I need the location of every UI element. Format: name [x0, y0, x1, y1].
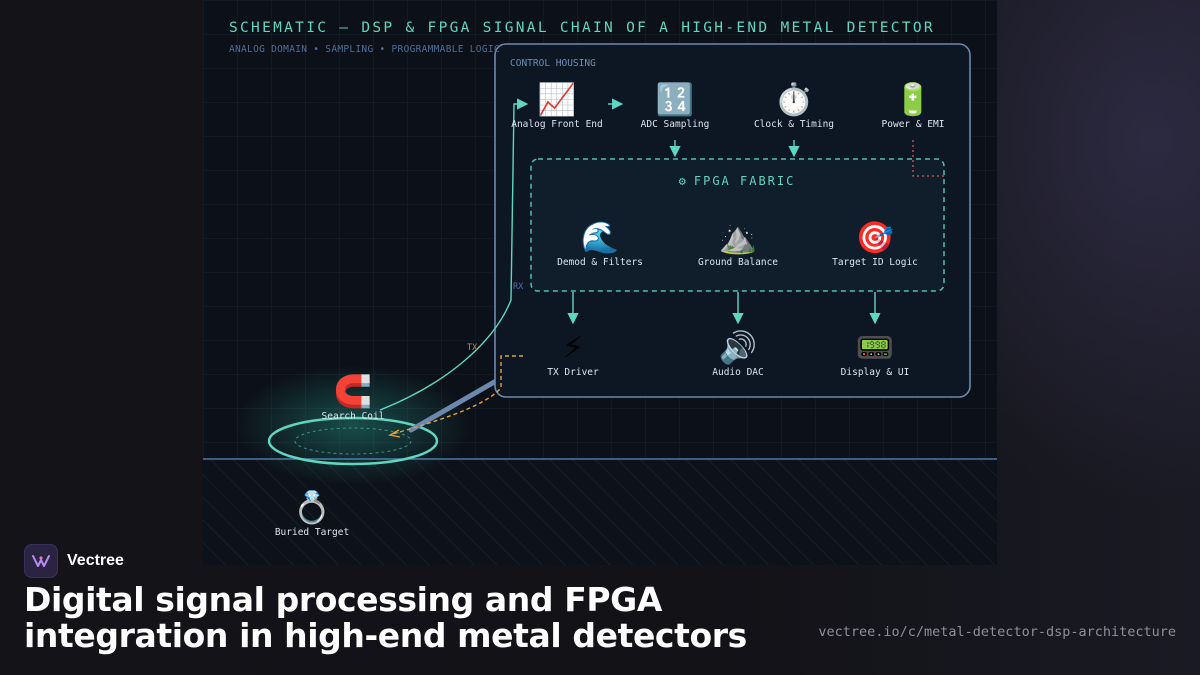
numbers-icon: 🔢: [655, 82, 695, 118]
battery-icon: 🔋: [893, 82, 933, 118]
node-adc-sampling: 🔢 ADC Sampling: [605, 82, 745, 130]
node-label: Display & UI: [840, 367, 910, 378]
node-audio-dac: 🔊 Audio DAC: [668, 330, 808, 378]
power-emi-connector: [912, 140, 944, 177]
brand: Vectree: [24, 544, 124, 578]
schematic-drawing: [203, 0, 997, 565]
lightning-icon: ⚡: [562, 330, 584, 366]
tx-signal-path: [392, 355, 523, 435]
target-icon: 🎯: [855, 220, 895, 256]
node-label: ADC Sampling: [640, 119, 710, 130]
node-label: TX Driver: [547, 367, 599, 378]
node-ground-balance: ⛰️ Ground Balance: [668, 220, 808, 268]
node-label: Analog Front End: [511, 119, 603, 130]
node-label: Ground Balance: [697, 257, 779, 268]
node-label: Demod & Filters: [557, 257, 643, 268]
speaker-icon: 🔊: [718, 330, 758, 366]
node-label: Power & EMI: [881, 119, 945, 130]
rx-signal-path: [379, 98, 529, 411]
node-label: Target ID Logic: [832, 257, 918, 268]
fpga-fabric: [530, 158, 945, 292]
fpga-fabric-text: FPGA FABRIC: [693, 174, 796, 188]
diagram-subtitle: ANALOG DOMAIN • SAMPLING • PROGRAMMABLE …: [229, 44, 500, 55]
detector-shaft: [408, 374, 506, 433]
diagram-title: SCHEMATIC — DSP & FPGA SIGNAL CHAIN OF A…: [229, 20, 935, 36]
schematic-panel: SCHEMATIC — DSP & FPGA SIGNAL CHAIN OF A…: [203, 0, 997, 565]
headline-line-1: Digital signal processing and FPGA: [24, 580, 662, 619]
node-label: Buried Target: [274, 527, 350, 538]
vectree-logo-icon: [24, 544, 58, 578]
node-buried-target: 💍 Buried Target: [242, 490, 382, 538]
node-label: Clock & Timing: [753, 119, 835, 130]
pager-icon: 📟: [855, 330, 895, 366]
brand-name: Vectree: [67, 552, 124, 569]
node-label: Audio DAC: [712, 367, 764, 378]
node-label: Search Coil: [321, 411, 385, 422]
chart-increasing-icon: 📈: [537, 82, 577, 118]
search-coil-loop: [267, 416, 439, 466]
gear-icon: ⚙: [678, 174, 688, 188]
mountain-icon: ⛰️: [718, 220, 758, 256]
node-demod-filters: 🌊 Demod & Filters: [530, 220, 670, 268]
rx-label: RX: [513, 282, 524, 292]
headline-line-2: integration in high-end metal detectors: [24, 616, 747, 655]
node-power-emi: 🔋 Power & EMI: [843, 82, 983, 130]
node-display-ui: 📟 Display & UI: [805, 330, 945, 378]
article-headline: Digital signal processing and FPGA integ…: [24, 582, 784, 654]
stopwatch-icon: ⏱️: [774, 82, 814, 118]
housing-label: CONTROL HOUSING: [510, 58, 596, 69]
logo-mark: [32, 555, 50, 567]
tx-label: TX: [467, 343, 478, 353]
tx-arrow-head: [387, 429, 401, 438]
node-tx-driver: ⚡ TX Driver: [503, 330, 643, 378]
search-coil-inner: [294, 427, 412, 455]
magnet-icon: 🧲: [333, 374, 373, 410]
node-target-id: 🎯 Target ID Logic: [805, 220, 945, 268]
node-search-coil: 🧲 Search Coil: [283, 374, 423, 422]
fpga-fabric-label: ⚙ FPGA FABRIC: [530, 174, 944, 188]
node-clock-timing: ⏱️ Clock & Timing: [724, 82, 864, 130]
ring-icon: 💍: [292, 490, 332, 526]
node-analog-front-end: 📈 Analog Front End: [487, 82, 627, 130]
article-url[interactable]: vectree.io/c/metal-detector-dsp-architec…: [818, 624, 1176, 640]
wave-icon: 🌊: [580, 220, 620, 256]
